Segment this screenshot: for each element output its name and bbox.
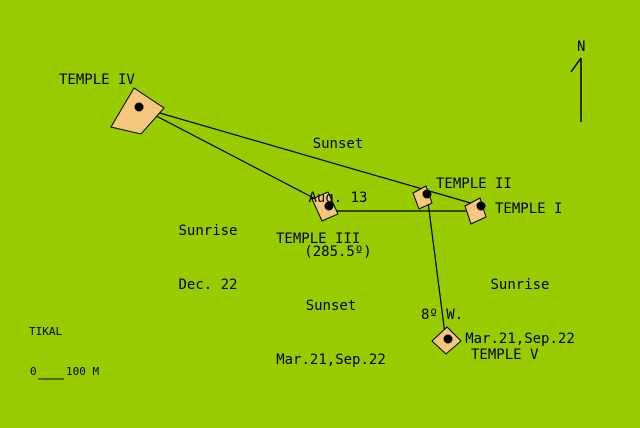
temple-iv-label: TEMPLE IV xyxy=(59,72,135,88)
temple-i-marker xyxy=(464,197,487,225)
annotation-line: Dec. 22 xyxy=(178,277,238,293)
north-label: N xyxy=(577,39,586,55)
temple-ii-label: TEMPLE II xyxy=(436,176,512,192)
annotation-line: (285.5º) xyxy=(304,244,372,260)
site-name-label: TIKAL xyxy=(29,325,63,338)
annotation-line: Mar.21,Sep.22 xyxy=(276,352,386,368)
temple-i-label: TEMPLE I xyxy=(495,201,563,217)
annotation-line: Sunset xyxy=(305,298,357,314)
sightline-temple-ii-to-temple-v xyxy=(426,193,447,343)
temple-v-label: TEMPLE V xyxy=(471,347,539,363)
annotation-line: Mar.21,Sep.22 xyxy=(465,331,575,347)
temple-iv-marker xyxy=(110,87,165,135)
temple-ii-marker xyxy=(412,185,433,210)
temple-iii-marker xyxy=(311,191,339,222)
annotation-sunset-aug13: Sunset Aug. 13 (285.5º) xyxy=(298,99,378,297)
annotation-line: Sunset xyxy=(312,136,364,152)
annotation-line: Aug. 13 xyxy=(308,190,368,206)
annotation-sunset-equinox: Sunset Mar.21,Sep.22 xyxy=(266,261,396,405)
scale-start-label: 0 xyxy=(30,365,37,378)
sightline-temple-iv-to-temple-iii xyxy=(138,106,330,207)
north-arrow-icon xyxy=(570,57,582,122)
annotation-bearing-8w: 8º W. xyxy=(421,307,464,323)
temple-iii-label: TEMPLE III xyxy=(276,231,361,247)
annotation-line: Sunrise xyxy=(178,223,238,239)
annotation-sunrise-equinox: Sunrise Mar.21,Sep.22 xyxy=(455,240,585,384)
annotation-line: Sunrise xyxy=(490,277,550,293)
annotation-sunrise-dec22: Sunrise Dec. 22 xyxy=(168,186,248,330)
scale-end-label: 100 M xyxy=(66,365,100,378)
temple-v-marker xyxy=(431,326,462,355)
